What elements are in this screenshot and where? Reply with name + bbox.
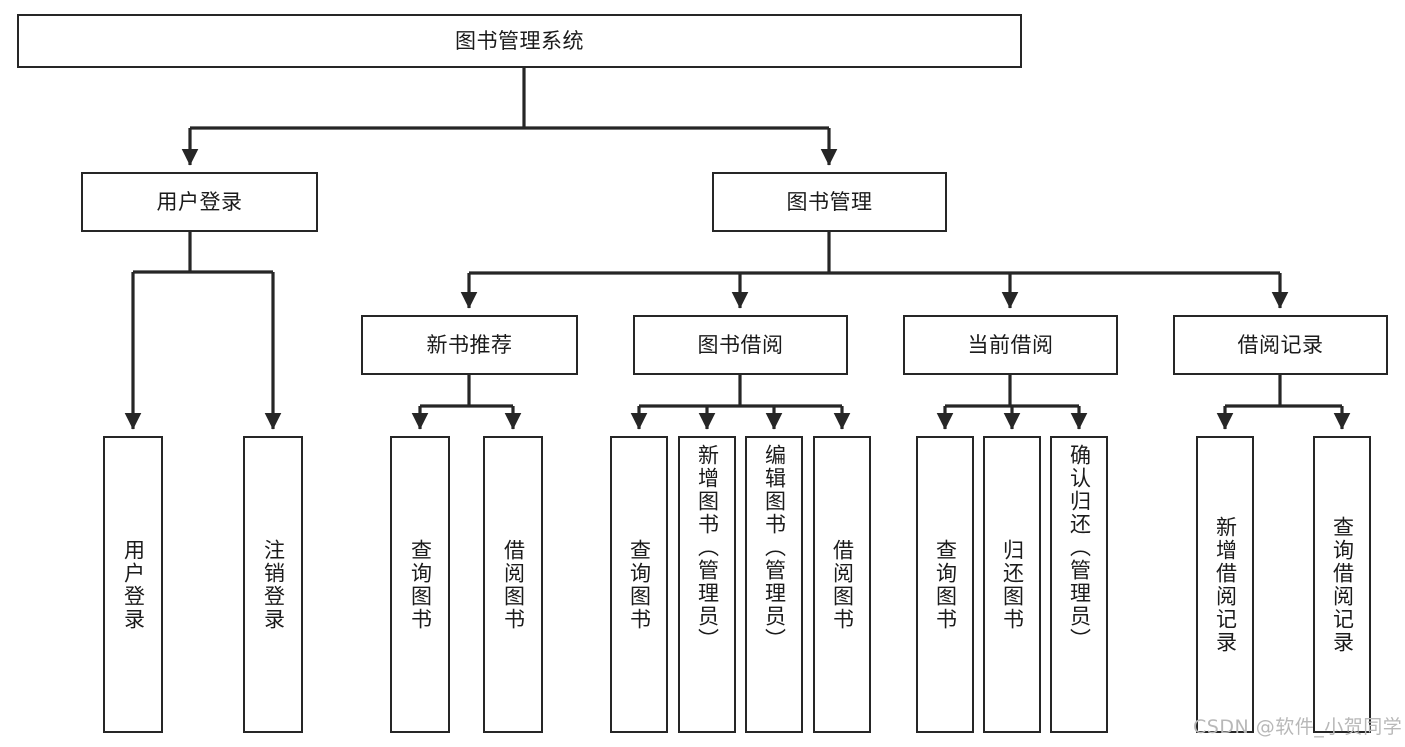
- leaf-add-book-admin[interactable]: 新增图书（管理员）: [678, 436, 736, 733]
- leaf-logout[interactable]: 注销登录: [243, 436, 303, 733]
- leaf-edit-book-admin[interactable]: 编辑图书（管理员）: [745, 436, 803, 733]
- csdn-watermark: CSDN @软件_小贺同学: [1193, 716, 1403, 738]
- leaf-query-borrow-record-label: 查询借阅记录: [1330, 515, 1355, 654]
- node-current-borrow[interactable]: 当前借阅: [903, 315, 1118, 375]
- node-user-login[interactable]: 用户登录: [81, 172, 318, 232]
- leaf-user-login-label: 用户登录: [121, 538, 146, 631]
- leaf-borrow-book-recommend[interactable]: 借阅图书: [483, 436, 543, 733]
- leaf-query-book-borrow[interactable]: 查询图书: [610, 436, 668, 733]
- leaf-query-book-current[interactable]: 查询图书: [916, 436, 974, 733]
- leaf-confirm-return-admin[interactable]: 确认归还（管理员）: [1050, 436, 1108, 733]
- leaf-query-book-current-label: 查询图书: [933, 538, 958, 631]
- node-user-login-label: 用户登录: [156, 189, 243, 214]
- leaf-return-book-label: 归还图书: [1000, 538, 1025, 631]
- node-book-management-label: 图书管理: [786, 189, 873, 214]
- leaf-confirm-return-admin-label: 确认归还（管理员）: [1067, 444, 1092, 651]
- node-new-book-recommend[interactable]: 新书推荐: [361, 315, 578, 375]
- leaf-edit-book-admin-label: 编辑图书（管理员）: [762, 444, 787, 651]
- leaf-borrow-book-label: 借阅图书: [830, 538, 855, 631]
- leaf-query-book-recommend-label: 查询图书: [408, 538, 433, 631]
- leaf-user-login[interactable]: 用户登录: [103, 436, 163, 733]
- node-book-management[interactable]: 图书管理: [712, 172, 947, 232]
- leaf-add-book-admin-label: 新增图书（管理员）: [695, 444, 720, 651]
- node-book-borrow-label: 图书借阅: [697, 332, 784, 357]
- node-borrow-records[interactable]: 借阅记录: [1173, 315, 1388, 375]
- leaf-logout-label: 注销登录: [261, 538, 286, 631]
- leaf-query-book-borrow-label: 查询图书: [627, 538, 652, 631]
- leaf-borrow-book-recommend-label: 借阅图书: [501, 538, 526, 631]
- leaf-borrow-book[interactable]: 借阅图书: [813, 436, 871, 733]
- node-current-borrow-label: 当前借阅: [967, 332, 1054, 357]
- node-book-borrow[interactable]: 图书借阅: [633, 315, 848, 375]
- leaf-return-book[interactable]: 归还图书: [983, 436, 1041, 733]
- node-borrow-records-label: 借阅记录: [1237, 332, 1324, 357]
- leaf-add-borrow-record[interactable]: 新增借阅记录: [1196, 436, 1254, 733]
- node-root-label: 图书管理系统: [455, 28, 584, 53]
- node-root[interactable]: 图书管理系统: [17, 14, 1022, 68]
- leaf-add-borrow-record-label: 新增借阅记录: [1213, 515, 1238, 654]
- node-new-book-recommend-label: 新书推荐: [426, 332, 513, 357]
- leaf-query-borrow-record[interactable]: 查询借阅记录: [1313, 436, 1371, 733]
- leaf-query-book-recommend[interactable]: 查询图书: [390, 436, 450, 733]
